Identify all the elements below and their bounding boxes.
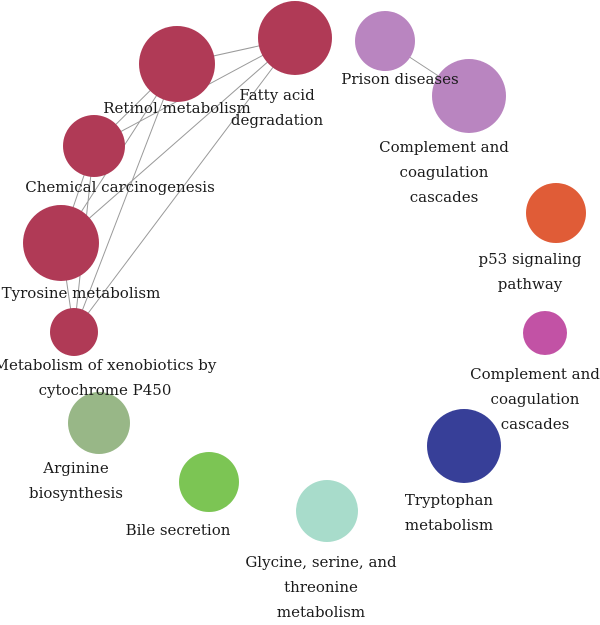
node-label-line: metabolism bbox=[277, 603, 365, 621]
node-bile-secretion[interactable] bbox=[179, 452, 239, 512]
node-label-line: p53 signaling bbox=[478, 250, 581, 268]
node-tyrosine-metabolism[interactable] bbox=[23, 205, 99, 281]
node-label-line: pathway bbox=[498, 275, 563, 293]
node-label-line: coagulation bbox=[491, 390, 580, 408]
node-complement-coagulation-1[interactable] bbox=[432, 59, 506, 133]
node-label-line: degradation bbox=[231, 111, 324, 129]
node-label-line: Arginine bbox=[42, 459, 109, 477]
node-label-line: biosynthesis bbox=[29, 484, 123, 502]
node-label-prion-diseases: Prison diseases bbox=[341, 70, 458, 88]
node-label-bile-secretion: Bile secretion bbox=[126, 521, 231, 539]
node-label-line: Chemical carcinogenesis bbox=[25, 178, 215, 196]
node-label-tyrosine-metabolism: Tyrosine metabolism bbox=[2, 284, 161, 302]
node-label-line: cascades bbox=[501, 415, 570, 433]
node-label-retinol-metabolism: Retinol metabolism bbox=[103, 99, 250, 117]
node-label-metabolism-of-xenobiotics: Metabolism of xenobiotics by cytochrome P… bbox=[0, 356, 217, 399]
node-label-complement-coagulation-1: Complement and coagulation cascades bbox=[379, 138, 509, 206]
node-label-glycine-serine-threonine: Glycine, serine, and threonine metabolism bbox=[245, 553, 397, 621]
node-glycine-serine-threonine[interactable] bbox=[296, 480, 358, 542]
node-label-line: Prison diseases bbox=[341, 70, 458, 88]
node-label-line: Fatty acid bbox=[239, 86, 315, 104]
node-tryptophan-metabolism[interactable] bbox=[427, 409, 501, 483]
node-label-line: cytochrome P450 bbox=[39, 381, 172, 399]
node-label-complement-coagulation-2: Complement and coagulation cascades bbox=[470, 365, 600, 433]
node-label-line: Tryptophan bbox=[405, 491, 494, 509]
node-complement-coagulation-2[interactable] bbox=[523, 311, 567, 355]
node-label-line: Complement and bbox=[379, 138, 509, 156]
node-label-line: threonine bbox=[284, 578, 358, 596]
node-label-line: cascades bbox=[410, 188, 479, 206]
node-label-line: Metabolism of xenobiotics by bbox=[0, 356, 217, 374]
node-chemical-carcinogenesis[interactable] bbox=[63, 115, 125, 177]
node-p53-signaling[interactable] bbox=[526, 183, 586, 243]
node-metabolism-of-xenobiotics[interactable] bbox=[50, 308, 98, 356]
node-fatty-acid-degradation[interactable] bbox=[258, 1, 332, 75]
node-retinol-metabolism[interactable] bbox=[139, 26, 215, 102]
node-label-line: Retinol metabolism bbox=[103, 99, 250, 117]
node-label-chemical-carcinogenesis: Chemical carcinogenesis bbox=[25, 178, 215, 196]
node-label-fatty-acid-degradation: Fatty acid degradation bbox=[231, 86, 324, 129]
edge-retinol-metabolism-metabolism-of-xenobiotics bbox=[73, 63, 178, 333]
edge-fatty-acid-degradation-tyrosine-metabolism bbox=[60, 37, 296, 244]
node-label-line: Tyrosine metabolism bbox=[2, 284, 161, 302]
node-label-line: metabolism bbox=[405, 516, 493, 534]
node-label-tryptophan-metabolism: Tryptophan metabolism bbox=[405, 491, 494, 534]
node-label-arginine-biosynthesis: Arginine biosynthesis bbox=[29, 459, 123, 502]
node-label-line: coagulation bbox=[400, 163, 489, 181]
node-label-line: Complement and bbox=[470, 365, 600, 383]
node-arginine-biosynthesis[interactable] bbox=[68, 392, 130, 454]
node-prion-diseases[interactable] bbox=[355, 11, 415, 71]
node-layer bbox=[23, 1, 586, 542]
node-label-line: Glycine, serine, and bbox=[245, 553, 397, 571]
node-label-line: Bile secretion bbox=[126, 521, 231, 539]
edge-fatty-acid-degradation-metabolism-of-xenobiotics bbox=[73, 37, 296, 333]
node-label-p53-signaling: p53 signaling pathway bbox=[478, 250, 581, 293]
